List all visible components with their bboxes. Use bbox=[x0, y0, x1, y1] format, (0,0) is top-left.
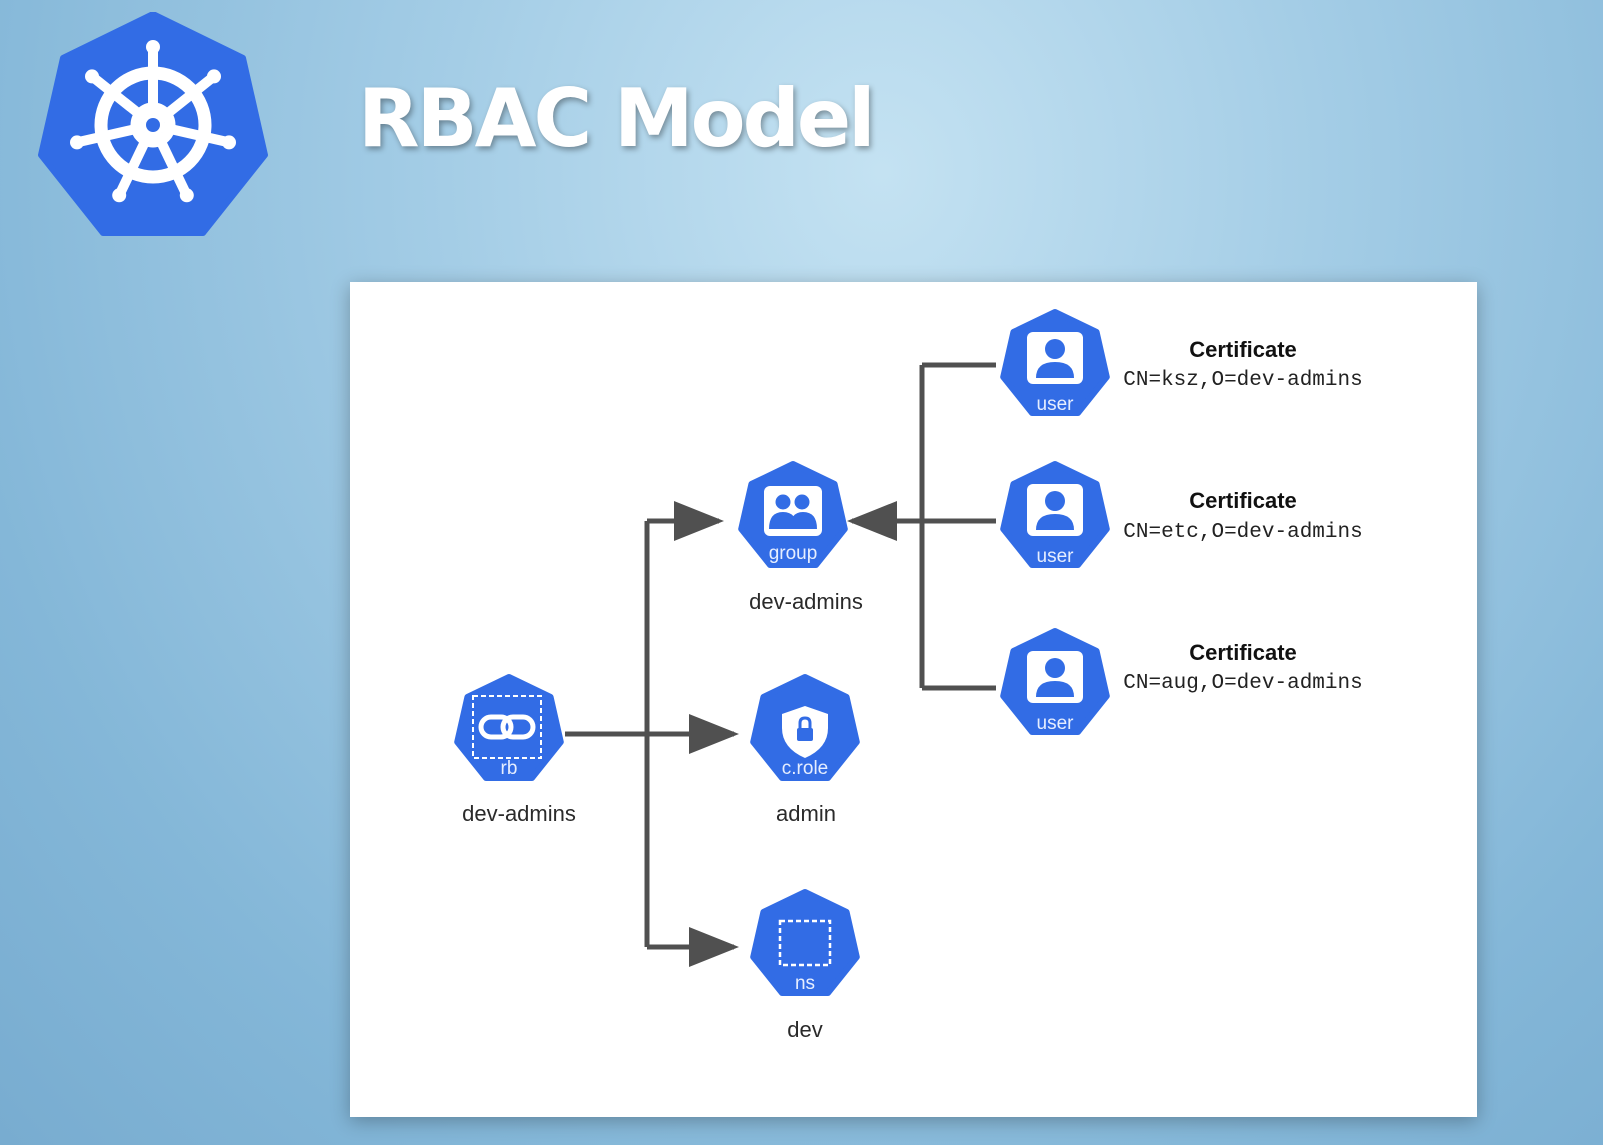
link-icon bbox=[478, 714, 536, 740]
user1-icon-label: user bbox=[1037, 394, 1075, 415]
user-node-2: user Certificate CN=etc,O=dev-admins bbox=[1000, 461, 1363, 568]
diagram-card: rb dev-admins group dev-admins c.r bbox=[350, 282, 1477, 1117]
user3-icon-label: user bbox=[1037, 713, 1075, 734]
clusterrole-name: admin bbox=[776, 801, 836, 826]
user2-cert-dn: CN=etc,O=dev-admins bbox=[1123, 521, 1362, 544]
rolebinding-node: rb dev-admins bbox=[454, 674, 576, 826]
clusterrole-node: c.role admin bbox=[750, 674, 860, 826]
namespace-name: dev bbox=[787, 1017, 822, 1042]
namespace-node: ns dev bbox=[750, 889, 860, 1042]
slide-title: RBAC Model bbox=[358, 72, 876, 165]
user2-icon-label: user bbox=[1037, 546, 1075, 567]
user3-cert-title: Certificate bbox=[1189, 640, 1297, 665]
people-icon bbox=[769, 494, 817, 529]
rbac-diagram: rb dev-admins group dev-admins c.r bbox=[454, 309, 1363, 1042]
user-node-3: user Certificate CN=aug,O=dev-admins bbox=[1000, 628, 1363, 735]
connectors bbox=[565, 362, 996, 967]
helm-wheel-icon bbox=[70, 40, 236, 203]
group-icon-label: group bbox=[769, 543, 818, 564]
rolebinding-name: dev-admins bbox=[462, 801, 576, 826]
ns-icon-label: ns bbox=[795, 973, 815, 994]
kubernetes-logo bbox=[38, 12, 268, 236]
user3-cert-dn: CN=aug,O=dev-admins bbox=[1123, 672, 1362, 695]
user-node-1: user Certificate CN=ksz,O=dev-admins bbox=[1000, 309, 1363, 416]
group-node: group dev-admins bbox=[738, 461, 863, 614]
dashed-square-icon bbox=[778, 919, 832, 967]
group-name: dev-admins bbox=[749, 589, 863, 614]
user1-cert-title: Certificate bbox=[1189, 337, 1297, 362]
person-icon bbox=[1036, 491, 1074, 530]
user2-cert-title: Certificate bbox=[1189, 488, 1297, 513]
crole-icon-label: c.role bbox=[782, 758, 828, 779]
ns-heptagon bbox=[750, 889, 860, 996]
rb-icon-label: rb bbox=[501, 758, 518, 779]
user1-cert-dn: CN=ksz,O=dev-admins bbox=[1123, 369, 1362, 392]
person-icon bbox=[1036, 339, 1074, 378]
padlock-icon bbox=[797, 716, 813, 741]
rb-dashed-frame bbox=[472, 695, 542, 759]
person-icon bbox=[1036, 658, 1074, 697]
